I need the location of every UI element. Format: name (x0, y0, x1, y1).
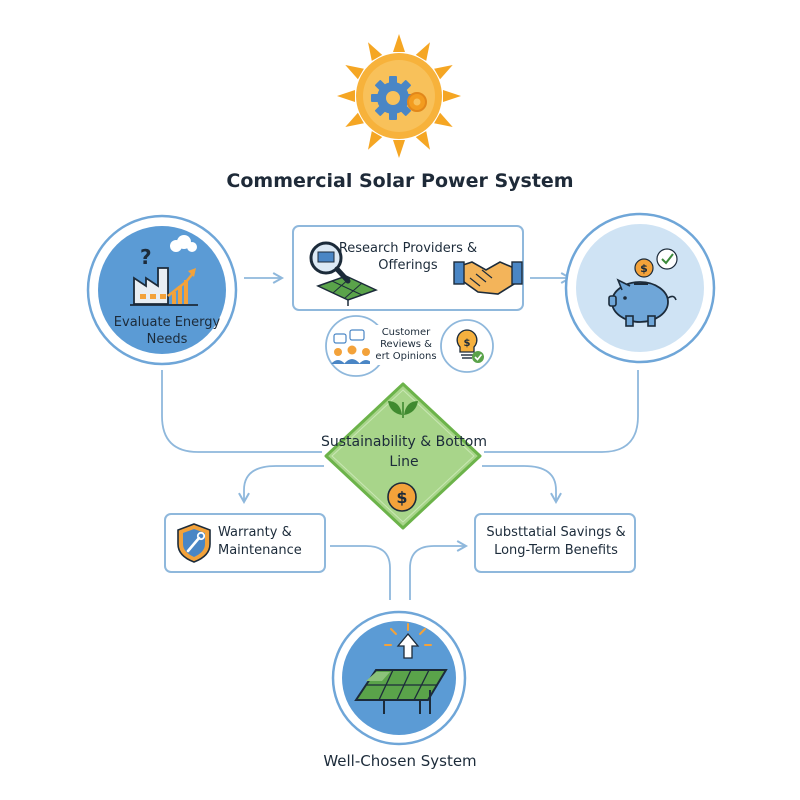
expert-idea-node: $ (440, 319, 494, 373)
piggy-bank-icon: $ (608, 248, 678, 327)
evaluate-node: ? (86, 214, 238, 366)
sun-gear-icon (337, 34, 461, 158)
magnifier-solar-panel-icon (309, 241, 378, 306)
handshake-icon (453, 261, 523, 295)
research-node (292, 225, 524, 311)
final-node (331, 610, 467, 746)
customer-reviews-node (325, 315, 442, 377)
sustainability-node: $ (324, 382, 482, 530)
people-chat-icon (331, 329, 373, 364)
svg-text:$: $ (464, 338, 471, 349)
warranty-label: Warranty & Maintenance (218, 525, 302, 558)
savings-circle-node: $ (564, 212, 716, 364)
leaf-icon (388, 401, 418, 418)
arrow-to-savings (482, 465, 562, 505)
line-warranty-to-final (330, 545, 391, 600)
lightbulb-check-icon: $ (456, 329, 484, 363)
dollar-coin-icon: $ (387, 482, 417, 512)
research-label: Research Providers & Offerings (338, 241, 478, 273)
svg-text:$: $ (396, 488, 407, 507)
line-savings-to-center (484, 370, 639, 453)
customer-reviews-label: Customer Reviews & ert Opinions (375, 327, 437, 362)
shield-wrench-icon (177, 523, 211, 563)
sustainability-label: Sustainability & Bottom Line (321, 434, 487, 470)
svg-text:?: ? (140, 245, 152, 269)
final-label: Well-Chosen System (323, 752, 477, 770)
diagram-title: Commercial Solar Power System (226, 170, 574, 192)
evaluate-label: Evaluate Energy Needs (113, 315, 221, 347)
svg-text:$: $ (640, 262, 648, 275)
savings-node (474, 513, 636, 573)
customer-label-bg (370, 325, 442, 365)
warranty-node (164, 513, 326, 573)
connector-lines (161, 272, 639, 600)
savings-label: Substtatial Savings & Long-Term Benefits (486, 525, 626, 558)
factory-growth-icon: ? (130, 235, 198, 306)
line-evaluate-to-center (161, 370, 322, 453)
solar-panel-arrow-icon (354, 623, 448, 714)
arrow-final-to-savings (409, 540, 469, 600)
arrow-to-warranty (238, 465, 324, 505)
